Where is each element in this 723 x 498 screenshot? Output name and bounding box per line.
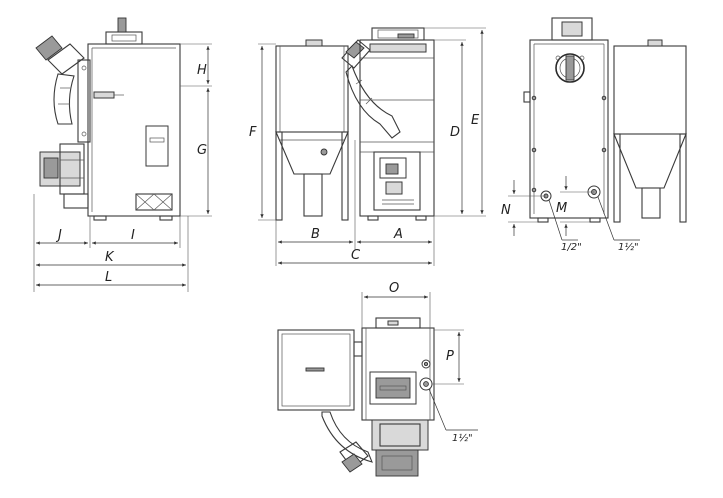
- dim-label-m: M: [556, 201, 567, 216]
- dim-label-o: O: [389, 281, 399, 296]
- dim-label-h: H: [197, 63, 207, 78]
- back-view: N M 1/2" 1½": [501, 17, 687, 253]
- top-size-label: 1½": [452, 432, 473, 444]
- dim-label-d: D: [450, 125, 460, 140]
- top-hopper: [277, 329, 355, 411]
- back-size-small-label: 1/2": [561, 242, 582, 253]
- dim-label-k: K: [105, 250, 115, 265]
- dim-label-g: G: [197, 143, 207, 158]
- side-top-box: [105, 31, 143, 45]
- dim-label-n: N: [501, 203, 511, 218]
- dim-label-c: C: [351, 248, 361, 263]
- back-flue-outlet: [555, 53, 585, 83]
- side-auger-tube: [53, 73, 75, 125]
- dim-label-e: E: [471, 113, 480, 128]
- dim-label-f: F: [249, 125, 257, 140]
- front-view: F D E B A C: [249, 27, 486, 266]
- dim-label-l: L: [105, 270, 112, 285]
- dim-label-b: B: [311, 227, 320, 242]
- front-lower-door: [373, 151, 421, 211]
- top-view: O P 1½": [277, 281, 478, 477]
- back-flue-box: [551, 17, 593, 41]
- top-burner: [371, 419, 429, 451]
- dim-label-j: J: [55, 228, 62, 243]
- dim-label-i: I: [131, 228, 135, 243]
- back-size-large-label: 1½": [618, 241, 639, 253]
- dim-label-a: A: [393, 227, 403, 242]
- side-view: H G J I K L: [33, 17, 212, 292]
- dim-label-p: P: [446, 349, 454, 364]
- side-auger-motor: [47, 43, 85, 75]
- front-hopper: [275, 45, 349, 133]
- back-hopper: [613, 45, 687, 135]
- front-auger-tube: [345, 65, 401, 139]
- front-hopper-funnel: [275, 131, 349, 175]
- back-hopper-funnel: [613, 133, 687, 189]
- top-auger-tube: [321, 411, 373, 463]
- side-inspection-window: [145, 125, 169, 167]
